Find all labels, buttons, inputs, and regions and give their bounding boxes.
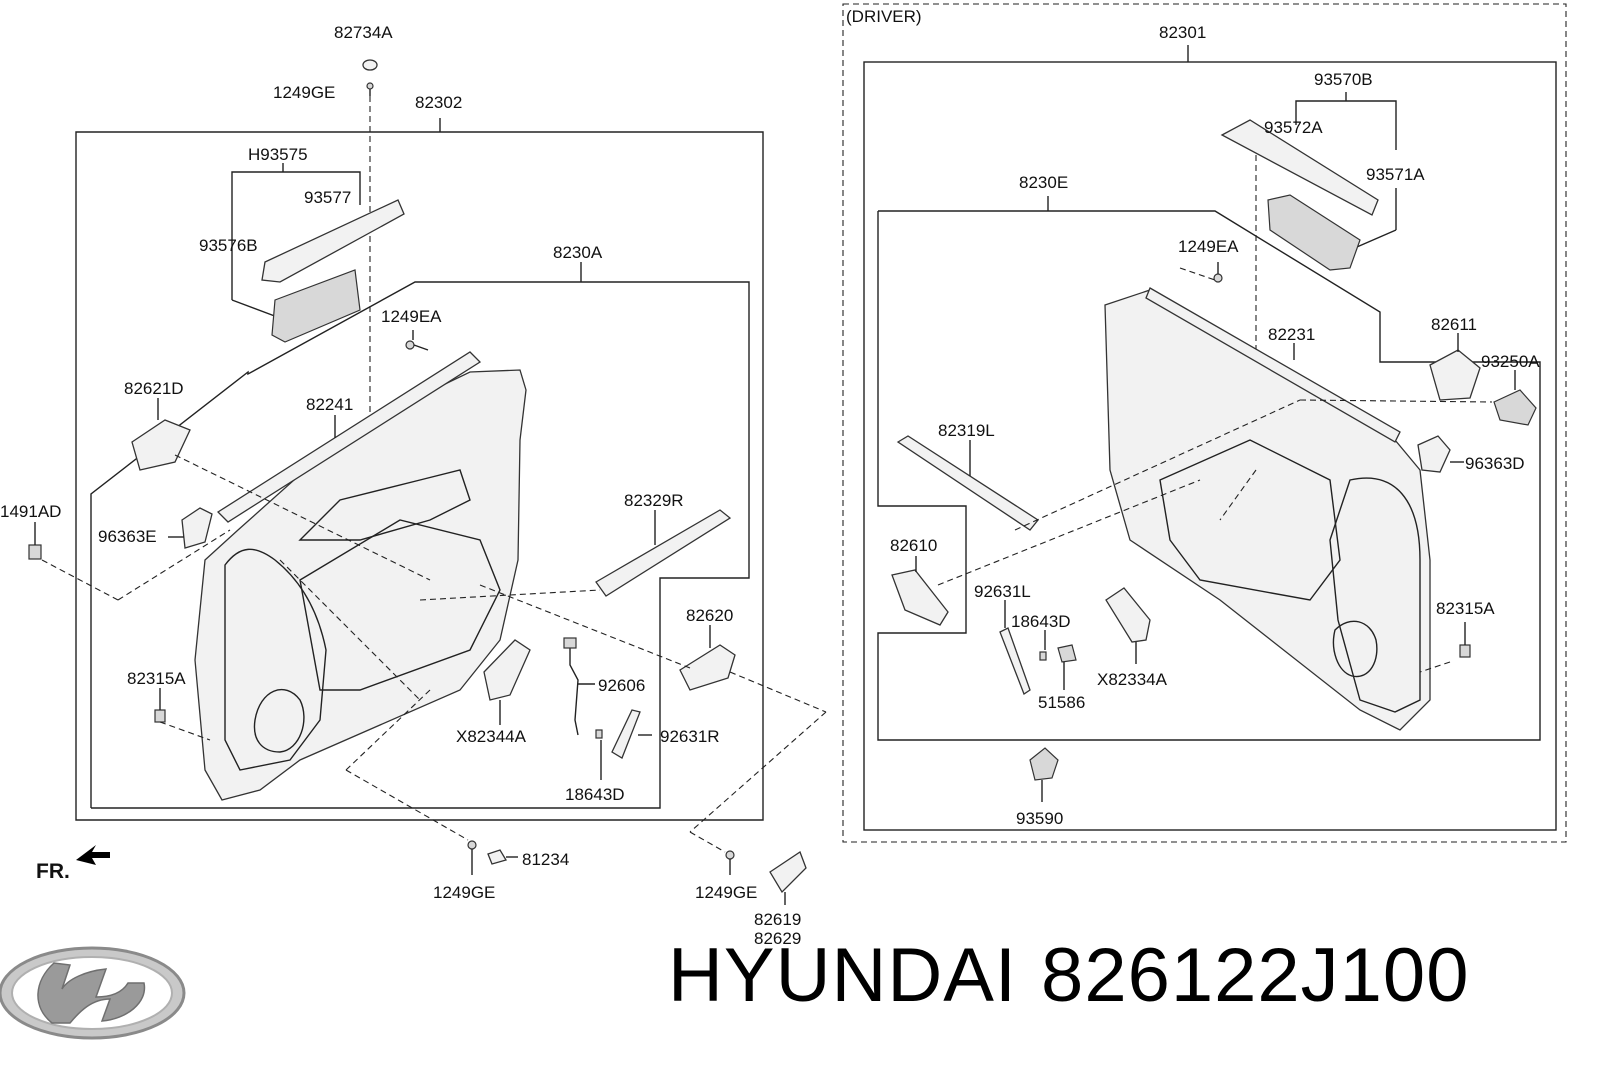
label-96363E: 96363E	[98, 527, 157, 546]
label-93576B: 93576B	[199, 236, 258, 255]
strip-82319L	[896, 435, 1039, 531]
bezel-X82334A	[1105, 587, 1151, 643]
label-81234: 81234	[522, 850, 569, 869]
label-1491AD: 1491AD	[0, 502, 61, 521]
label-93250A: 93250A	[1481, 352, 1540, 371]
label-82610: 82610	[890, 536, 937, 555]
label-82319L: 82319L	[938, 421, 995, 440]
label-1249GE-bottom: 1249GE	[433, 883, 495, 902]
label-82621D: 82621D	[124, 379, 184, 398]
brand-name: HYUNDAI	[668, 933, 1018, 1018]
label-82301: 82301	[1159, 23, 1206, 42]
label-8230A: 8230A	[553, 243, 603, 262]
plug-81234	[487, 849, 507, 865]
switch-93250A	[1493, 389, 1537, 426]
clip-82734A	[362, 59, 378, 71]
cover-82619	[769, 851, 807, 894]
clip-82315A-left	[154, 709, 166, 723]
label-93570B: 93570B	[1314, 70, 1373, 89]
right-assembly	[842, 3, 1567, 843]
label-93572A: 93572A	[1264, 118, 1323, 137]
label-82231: 82231	[1268, 325, 1315, 344]
label-82629: 82629	[754, 929, 801, 948]
clip-1491AD	[28, 544, 42, 560]
label-82302: 82302	[415, 93, 462, 112]
bracket-96363D	[1417, 435, 1451, 473]
label-92631R: 92631R	[660, 727, 720, 746]
label-1249EA-right: 1249EA	[1178, 237, 1239, 256]
label-93571A: 93571A	[1366, 165, 1425, 184]
front-arrow-icon	[76, 845, 110, 865]
callout-labels: (DRIVER) FR. 82734A 1249GE 82302 H93575 …	[0, 7, 1540, 948]
driver-dashed-box	[842, 3, 1567, 843]
bezel-X82344A	[483, 639, 531, 701]
label-96363D: 96363D	[1465, 454, 1525, 473]
handle-82611	[1429, 349, 1481, 401]
label-X82344A: X82344A	[456, 727, 527, 746]
front-label: FR.	[36, 860, 70, 883]
switch-93571A	[1267, 194, 1361, 271]
rail-82241	[216, 351, 482, 523]
label-51586: 51586	[1038, 693, 1085, 712]
frame-82302	[75, 118, 764, 821]
label-1249GE-right: 1249GE	[695, 883, 757, 902]
rail-82231	[1145, 287, 1401, 443]
strip-82329R	[595, 509, 732, 597]
clip-51586	[1057, 644, 1077, 663]
label-18643D-right: 18643D	[1011, 612, 1071, 631]
lamp-92631R	[611, 709, 641, 759]
label-82620: 82620	[686, 606, 733, 625]
clip-82315A-right	[1459, 644, 1471, 658]
label-82734A: 82734A	[334, 23, 393, 42]
switch-panel-93572A	[1220, 119, 1379, 216]
frame-8230E	[877, 210, 1541, 741]
label-H93575: H93575	[248, 145, 308, 164]
handle-82620	[679, 644, 736, 691]
part-number: 826122J100	[1041, 933, 1470, 1018]
label-92631L: 92631L	[974, 582, 1031, 601]
label-18643D-left: 18643D	[565, 785, 625, 804]
bracket-96363E	[181, 507, 213, 549]
label-8230E: 8230E	[1019, 173, 1068, 192]
frame-82301	[863, 61, 1557, 831]
label-1249GE-top: 1249GE	[273, 83, 335, 102]
label-82611: 82611	[1431, 315, 1477, 334]
handle-82621D	[131, 419, 191, 471]
label-82329R: 82329R	[624, 491, 684, 510]
switch-93576B	[271, 269, 361, 343]
label-1249EA-left: 1249EA	[381, 307, 442, 326]
handle-82610	[891, 569, 949, 626]
hyundai-logo	[0, 946, 186, 1040]
switch-93590	[1029, 747, 1059, 781]
label-82315A-left: 82315A	[127, 669, 186, 688]
label-82619: 82619	[754, 910, 801, 929]
label-93577: 93577	[304, 188, 351, 207]
driver-label: (DRIVER)	[846, 7, 922, 26]
label-X82334A: X82334A	[1097, 670, 1168, 689]
switch-panel-93577	[261, 199, 405, 283]
label-92606: 92606	[598, 676, 645, 695]
lamp-92631L	[999, 627, 1031, 695]
label-82241: 82241	[306, 395, 353, 414]
left-assembly	[28, 59, 827, 905]
label-93590: 93590	[1016, 809, 1063, 828]
label-82315A-right: 82315A	[1436, 599, 1495, 618]
